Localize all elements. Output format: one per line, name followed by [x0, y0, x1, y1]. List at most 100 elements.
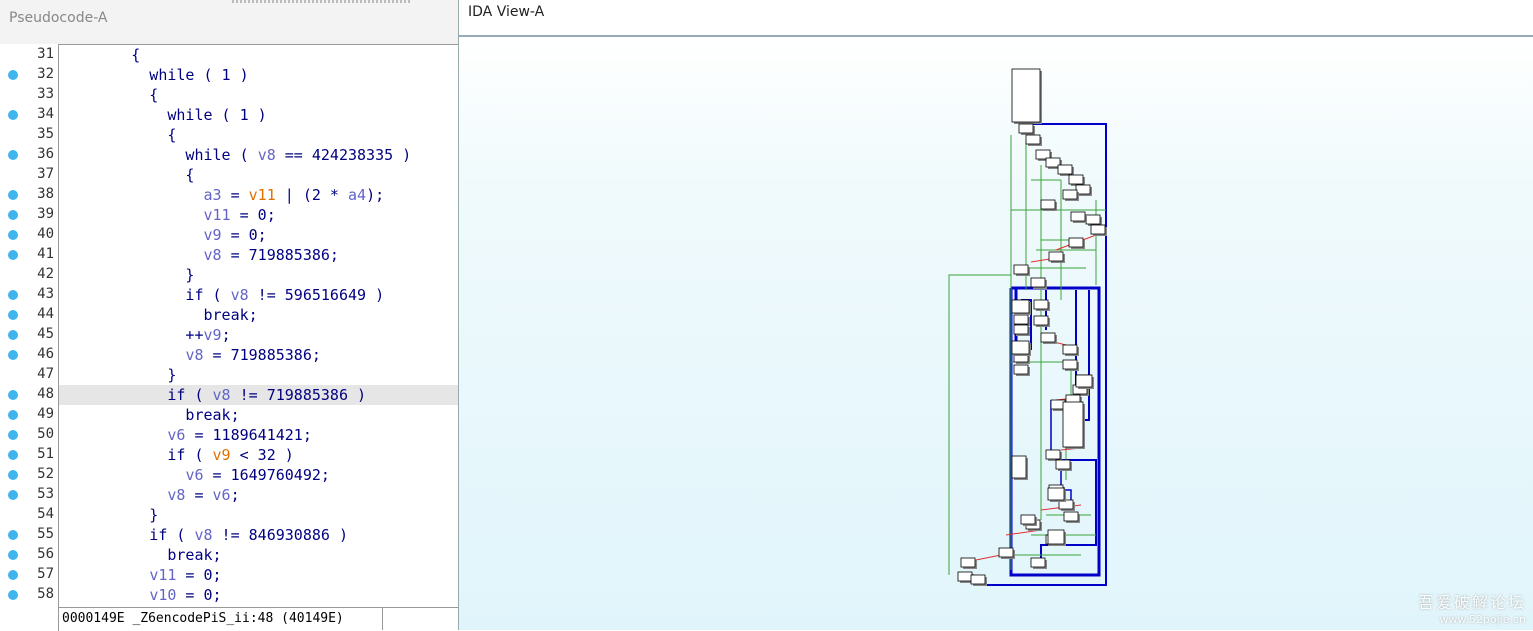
code-line[interactable]: 48 if ( v8 != 719885386 ) — [0, 385, 458, 405]
graph-node[interactable] — [1033, 315, 1049, 326]
code-token[interactable]: { — [59, 126, 177, 144]
graph-node[interactable] — [1013, 324, 1029, 335]
code-line[interactable]: 49 break; — [0, 405, 458, 425]
code-token[interactable] — [59, 426, 167, 444]
graph-node[interactable] — [1068, 174, 1084, 185]
breakpoint-dot-icon[interactable] — [8, 470, 18, 480]
code-line[interactable]: 47 } — [0, 365, 458, 385]
code-text[interactable]: v8 = v6; — [59, 485, 458, 505]
variable-token[interactable]: v6 — [167, 426, 186, 444]
variable-token[interactable]: v9 — [203, 226, 222, 244]
code-token[interactable]: = 719885386; — [221, 246, 339, 264]
code-text[interactable]: break; — [59, 545, 458, 565]
code-text[interactable]: break; — [59, 405, 458, 425]
breakpoint-dot-icon[interactable] — [8, 250, 18, 260]
code-line[interactable]: 50 v6 = 1189641421; — [0, 425, 458, 445]
breakpoint-dot-icon[interactable] — [8, 410, 18, 420]
graph-node[interactable] — [1013, 314, 1029, 325]
breakpoint-dot-icon[interactable] — [8, 450, 18, 460]
code-token[interactable]: break; — [59, 306, 258, 324]
code-token[interactable]: while ( 1 ) — [59, 66, 249, 84]
code-text[interactable]: ++v9; — [59, 325, 458, 345]
graph-node[interactable] — [1040, 199, 1056, 210]
code-line[interactable]: 58 v10 = 0; — [0, 585, 458, 605]
code-token[interactable]: } — [59, 366, 177, 384]
code-token[interactable]: = — [221, 186, 249, 204]
graph-node[interactable] — [1033, 299, 1049, 310]
graph-node[interactable] — [957, 571, 973, 582]
code-text[interactable]: { — [59, 85, 458, 105]
graph-node[interactable] — [1068, 237, 1084, 248]
variable-token[interactable]: v8 — [185, 346, 204, 364]
breakpoint-dot-icon[interactable] — [8, 230, 18, 240]
code-line[interactable]: 37 { — [0, 165, 458, 185]
code-token[interactable]: { — [59, 166, 195, 184]
graph-node[interactable] — [1062, 359, 1078, 370]
code-token[interactable]: if ( — [59, 286, 231, 304]
code-token[interactable]: = 0; — [176, 566, 222, 584]
breakpoint-dot-icon[interactable] — [8, 350, 18, 360]
code-line[interactable]: 40 v9 = 0; — [0, 225, 458, 245]
variable-token[interactable]: v8 — [203, 246, 222, 264]
code-token[interactable] — [59, 566, 149, 584]
code-token[interactable] — [59, 246, 204, 264]
code-text[interactable]: a3 = v11 | (2 * a4); — [59, 185, 458, 205]
code-token[interactable]: = 719885386; — [203, 346, 321, 364]
breakpoint-dot-icon[interactable] — [8, 490, 18, 500]
code-text[interactable]: { — [59, 165, 458, 185]
breakpoint-dot-icon[interactable] — [8, 570, 18, 580]
code-line[interactable]: 34 while ( 1 ) — [0, 105, 458, 125]
graph-node[interactable] — [1062, 401, 1084, 448]
breakpoint-dot-icon[interactable] — [8, 550, 18, 560]
variable-token[interactable]: v6 — [185, 466, 204, 484]
code-token[interactable]: ); — [366, 186, 385, 204]
code-text[interactable]: if ( v8 != 596516649 ) — [59, 285, 458, 305]
code-token[interactable]: } — [59, 266, 195, 284]
variable-token[interactable]: v11 — [248, 186, 276, 204]
code-line[interactable]: 32 while ( 1 ) — [0, 65, 458, 85]
code-token[interactable]: = 0; — [176, 586, 222, 604]
code-token[interactable]: if ( — [59, 386, 213, 404]
breakpoint-dot-icon[interactable] — [8, 190, 18, 200]
code-line[interactable]: 45 ++v9; — [0, 325, 458, 345]
code-text[interactable]: v8 = 719885386; — [59, 345, 458, 365]
code-line[interactable]: 55 if ( v8 != 846930886 ) — [0, 525, 458, 545]
graph-node[interactable] — [960, 557, 976, 568]
code-token[interactable]: = 1649760492; — [203, 466, 330, 484]
code-token[interactable]: ; — [221, 326, 231, 344]
code-text[interactable]: } — [59, 505, 458, 525]
graph-node[interactable] — [970, 574, 986, 585]
code-token[interactable]: = 0; — [221, 226, 267, 244]
code-text[interactable]: while ( v8 == 424238335 ) — [59, 145, 458, 165]
code-line[interactable]: 57 v11 = 0; — [0, 565, 458, 585]
breakpoint-dot-icon[interactable] — [8, 530, 18, 540]
code-token[interactable]: break; — [59, 546, 222, 564]
graph-node[interactable] — [1011, 455, 1027, 479]
code-token[interactable] — [59, 186, 204, 204]
graph-node[interactable] — [1045, 157, 1061, 168]
breakpoint-dot-icon[interactable] — [8, 290, 18, 300]
code-token[interactable] — [59, 586, 149, 604]
code-token[interactable]: if ( — [59, 446, 213, 464]
graph-node[interactable] — [1070, 211, 1086, 222]
code-token[interactable] — [59, 346, 185, 364]
breakpoint-dot-icon[interactable] — [8, 390, 18, 400]
breakpoint-dot-icon[interactable] — [8, 330, 18, 340]
code-text[interactable]: break; — [59, 305, 458, 325]
graph-node[interactable] — [1047, 529, 1065, 545]
code-text[interactable]: } — [59, 265, 458, 285]
code-line[interactable]: 38 a3 = v11 | (2 * a4); — [0, 185, 458, 205]
graph-node[interactable] — [1090, 224, 1106, 235]
variable-token[interactable]: v11 — [149, 566, 177, 584]
graph-node[interactable] — [1030, 277, 1046, 288]
code-line[interactable]: 56 break; — [0, 545, 458, 565]
code-token[interactable]: | (2 * — [275, 186, 348, 204]
graph-node[interactable] — [1075, 184, 1091, 195]
graph-node[interactable] — [1062, 189, 1078, 200]
tab-drag-handle[interactable] — [232, 0, 412, 3]
code-text[interactable]: if ( v8 != 846930886 ) — [59, 525, 458, 545]
code-token[interactable]: = 0; — [230, 206, 276, 224]
code-token[interactable] — [59, 486, 167, 504]
breakpoint-dot-icon[interactable] — [8, 310, 18, 320]
code-token[interactable]: { — [59, 46, 141, 64]
